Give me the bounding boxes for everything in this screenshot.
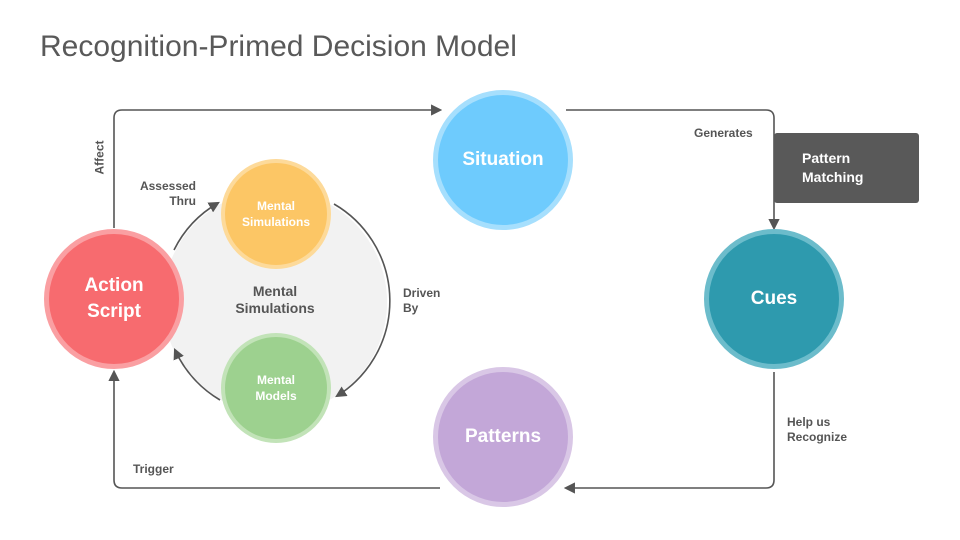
mental-simulations-node: Mental Simulations <box>221 159 331 269</box>
patterns-label: Patterns <box>464 426 542 447</box>
connector-models-to-action <box>173 347 221 401</box>
mental-loop-fill <box>163 190 387 414</box>
center-label: Mental Simulations <box>225 283 325 317</box>
mental-simulations-label-line1: Mental <box>256 199 295 213</box>
driven-by-line2: By <box>403 301 419 315</box>
edge-label-driven-by: Driven By <box>403 286 440 316</box>
situation-label: Situation <box>462 149 544 170</box>
connector-action-to-situation <box>113 104 443 228</box>
driven-by-line1: Driven <box>403 286 441 300</box>
mental-models-node: Mental Models <box>221 333 331 443</box>
help-us-recognize-line2: Recognize <box>787 430 848 444</box>
cues-label: Cues <box>750 288 798 309</box>
situation-node: Situation <box>433 90 573 230</box>
action-script-node: Action Script <box>44 229 184 369</box>
pattern-matching-line1: Pattern <box>802 150 851 166</box>
assessed-thru-line1: Assessed <box>139 179 196 193</box>
pattern-matching-line2: Matching <box>802 169 864 185</box>
connector-action-to-simulations <box>173 201 220 251</box>
help-us-recognize-line1: Help us <box>787 415 831 429</box>
action-script-label-line2: Script <box>87 301 141 322</box>
cues-node: Cues <box>704 229 844 369</box>
edge-label-help-us-recognize: Help us Recognize <box>787 415 847 445</box>
center-label-line2: Simulations <box>235 300 315 316</box>
page-title: Recognition-Primed Decision Model <box>40 30 517 63</box>
edge-label-generates: Generates <box>694 126 753 140</box>
mental-models-label-line1: Mental <box>256 373 295 387</box>
mental-models-label-line2: Models <box>255 389 297 403</box>
connector-patterns-to-action <box>108 369 440 489</box>
connector-simulations-to-models <box>333 203 391 398</box>
edge-label-assessed-thru: Assessed Thru <box>132 179 196 209</box>
assessed-thru-line2: Thru <box>169 194 196 208</box>
connector-situation-to-cues <box>566 109 780 231</box>
center-label-line1: Mental <box>252 283 298 299</box>
edge-label-trigger: Trigger <box>133 462 174 476</box>
pattern-matching-box: Pattern Matching <box>774 133 919 203</box>
mental-simulations-label-line2: Simulations <box>241 215 310 229</box>
patterns-node: Patterns <box>433 367 573 507</box>
connector-cues-to-patterns <box>563 372 775 494</box>
edge-label-affect: Affect <box>92 140 107 175</box>
action-script-label-line1: Action <box>84 275 144 296</box>
